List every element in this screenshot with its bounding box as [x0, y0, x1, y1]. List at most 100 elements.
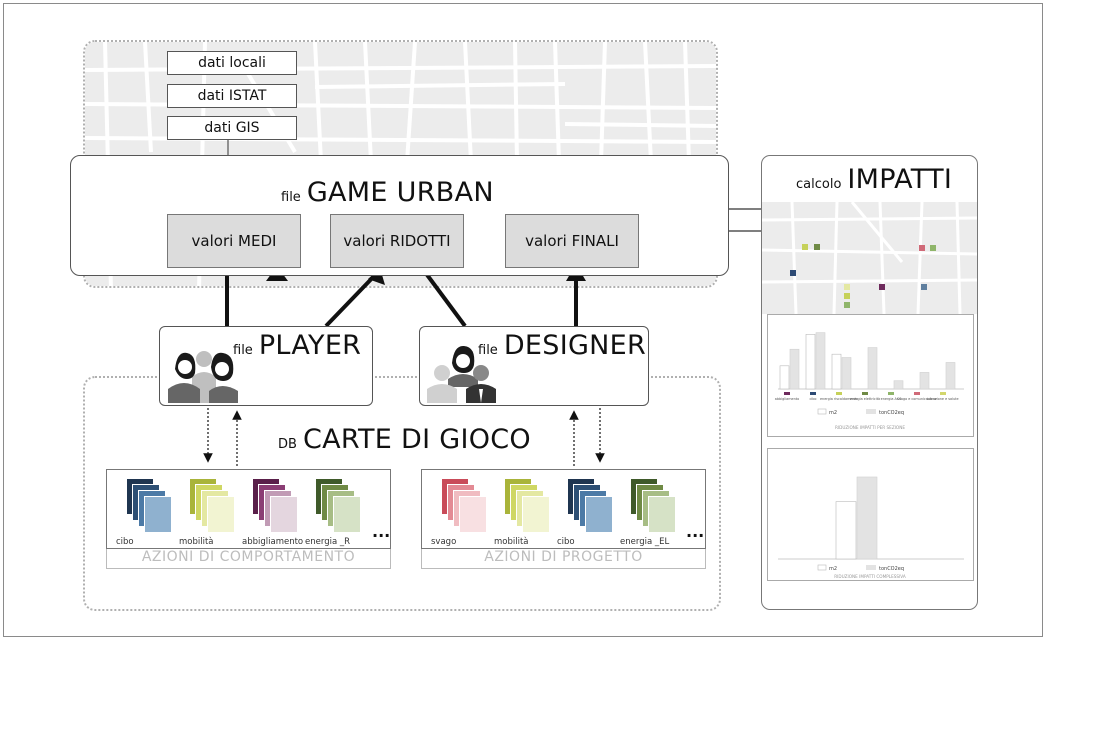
- source-label: dati GIS: [204, 120, 260, 136]
- category-swatch: [810, 392, 816, 395]
- value-box-medi: valori MEDI: [167, 214, 301, 268]
- card-stack[interactable]: mobilità: [488, 473, 550, 547]
- game-card: [522, 496, 550, 533]
- chart-tick-label: energia riscaldamento: [820, 397, 858, 401]
- game-card: [648, 496, 676, 533]
- chart-bar: [779, 365, 790, 390]
- chart-bar: [841, 357, 852, 390]
- chart-bar: [805, 334, 816, 390]
- chart-caption: RIDUZIONE IMPATTI PER SEZIONE: [835, 425, 905, 430]
- card-stack[interactable]: svago: [425, 473, 487, 547]
- chart-tick-label: abbigliamento: [775, 397, 799, 401]
- source-box-istat: dati ISTAT: [167, 84, 297, 108]
- chart-tick-label: energia ACS: [881, 397, 902, 401]
- value-box-finali: valori FINALI: [505, 214, 639, 268]
- behaviour-section-frame: AZIONI DI COMPORTAMENTO: [106, 549, 391, 569]
- card-stack-label: mobilità: [494, 537, 529, 547]
- chart-bar: [831, 353, 842, 390]
- designer-people-icon: [427, 345, 496, 403]
- project-more-ellipsis: ...: [686, 522, 705, 541]
- game-card: [333, 496, 361, 533]
- card-stack[interactable]: cibo: [551, 473, 613, 547]
- title-text: IMPATTI: [847, 164, 953, 195]
- chart-bar: [856, 476, 878, 560]
- impatti-panel: calcolo IMPATTI: [761, 155, 978, 610]
- category-swatch: [914, 392, 920, 395]
- card-stack-label: mobilità: [179, 537, 214, 547]
- designer-title: file DESIGNER: [478, 330, 646, 361]
- legend-swatch: [817, 564, 827, 571]
- game-card: [270, 496, 298, 533]
- chart-tick-label: cibo: [809, 397, 816, 401]
- source-box-gis: dati GIS: [167, 116, 297, 140]
- card-stack-label: energia _EL: [620, 537, 670, 547]
- title-prefix: DB: [278, 437, 297, 452]
- game-card: [585, 496, 613, 533]
- title-prefix: file: [233, 343, 253, 358]
- behaviour-section-label: AZIONI DI COMPORTAMENTO: [141, 549, 356, 565]
- title-text: GAME URBAN: [306, 177, 494, 208]
- title-text: CARTE DI GIOCO: [302, 424, 531, 455]
- chart-bar: [867, 347, 878, 390]
- legend-swatch: [866, 409, 876, 414]
- source-box-local: dati locali: [167, 51, 297, 75]
- project-section-label: AZIONI DI PROGETTO: [484, 549, 643, 565]
- title-text: PLAYER: [258, 330, 362, 361]
- impatti-street-grid: [762, 202, 977, 314]
- player-title: file PLAYER: [233, 330, 361, 361]
- title-prefix: calcolo: [796, 177, 842, 192]
- legend-label: m2: [829, 410, 837, 416]
- project-section-frame: AZIONI DI PROGETTO: [421, 549, 706, 569]
- chart-caption: RIDUZIONE IMPATTI COMPLESSIVA: [834, 574, 906, 579]
- chart-bar: [815, 332, 826, 390]
- impatti-title: calcolo IMPATTI: [796, 164, 952, 195]
- legend-swatch: [817, 408, 827, 415]
- category-swatch: [862, 392, 868, 395]
- player-people-icon: [168, 351, 238, 403]
- card-stack[interactable]: mobilità: [173, 473, 235, 547]
- chart-tick-label: energia elettricità: [850, 397, 880, 401]
- value-label: valori FINALI: [525, 232, 619, 250]
- card-stack[interactable]: energia _EL: [614, 473, 676, 547]
- chart-tick-label: istruzione e salute: [927, 397, 958, 401]
- value-box-ridotti: valori RIDOTTI: [330, 214, 464, 268]
- game-card: [207, 496, 235, 533]
- chart-bar: [789, 348, 800, 390]
- chart-bar: [835, 501, 857, 560]
- title-prefix: file: [478, 343, 498, 358]
- legend-label: tonCO2eq: [879, 410, 904, 416]
- category-swatch: [784, 392, 790, 395]
- card-stack[interactable]: cibo: [110, 473, 172, 547]
- category-swatch: [836, 392, 842, 395]
- card-stack[interactable]: abbigliamento: [236, 473, 303, 547]
- category-swatch: [888, 392, 894, 395]
- impatti-map: [762, 202, 977, 314]
- chart-bar: [919, 372, 930, 390]
- chart-bar: [893, 380, 904, 390]
- game-card: [459, 496, 487, 533]
- source-label: dati locali: [198, 55, 266, 71]
- category-swatch: [940, 392, 946, 395]
- title-text: DESIGNER: [503, 330, 647, 361]
- title-prefix: file: [281, 190, 301, 205]
- value-label: valori MEDI: [191, 232, 277, 250]
- source-label: dati ISTAT: [197, 88, 267, 104]
- carte-title: DB CARTE DI GIOCO: [278, 424, 531, 455]
- ridotti-to-designer-connector: [420, 266, 467, 328]
- card-stack-label: cibo: [557, 537, 575, 547]
- card-stack[interactable]: energia _R: [299, 473, 361, 547]
- legend-swatch: [866, 565, 876, 570]
- card-stack-label: svago: [431, 537, 457, 547]
- legend-label: m2: [829, 566, 837, 572]
- legend-label: tonCO2eq: [879, 566, 904, 572]
- card-stack-label: energia _R: [305, 537, 351, 547]
- cards-dotted-area: [83, 376, 721, 611]
- game-card: [144, 496, 172, 533]
- card-stack-label: abbigliamento: [242, 537, 304, 547]
- behaviour-more-ellipsis: ...: [372, 522, 391, 541]
- chart-bar: [945, 362, 956, 390]
